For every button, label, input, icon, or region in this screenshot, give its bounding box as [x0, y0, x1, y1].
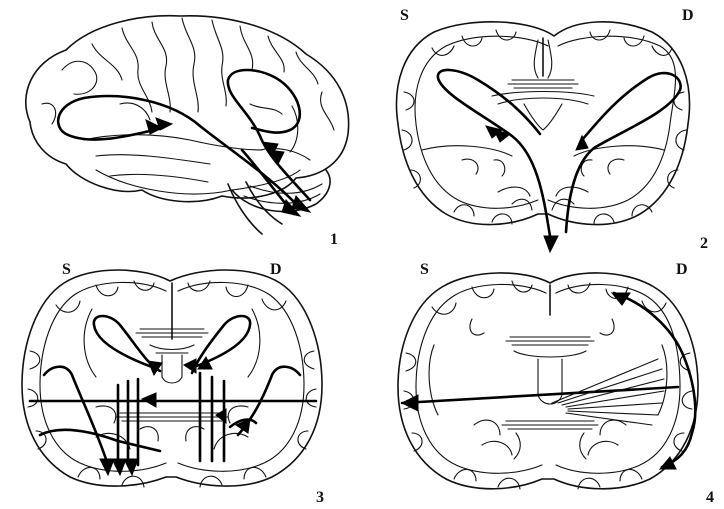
panel-1-number: 1: [330, 232, 338, 248]
panel-2-coronal-section: [362, 0, 724, 255]
panel-2-number: 2: [700, 236, 708, 252]
pathway-arrows: [402, 293, 695, 469]
panel-3-horizontal-section: [0, 255, 362, 509]
cortex-folds: [402, 30, 686, 224]
panel-4-label-right: D: [676, 262, 688, 278]
panel-4-number: 4: [706, 490, 714, 506]
panel-3-label-right: D: [270, 262, 282, 278]
panel-1-lateral-brain: [0, 0, 362, 255]
pathway-arrows: [30, 316, 316, 475]
panel-4-horizontal-section: [362, 255, 724, 509]
panel-4-label-left: S: [420, 262, 429, 278]
panel-2-label-right: D: [682, 8, 694, 24]
panel-3-number: 3: [316, 490, 324, 506]
panel-2-label-left: S: [400, 8, 409, 24]
panel-3-label-left: S: [62, 262, 71, 278]
